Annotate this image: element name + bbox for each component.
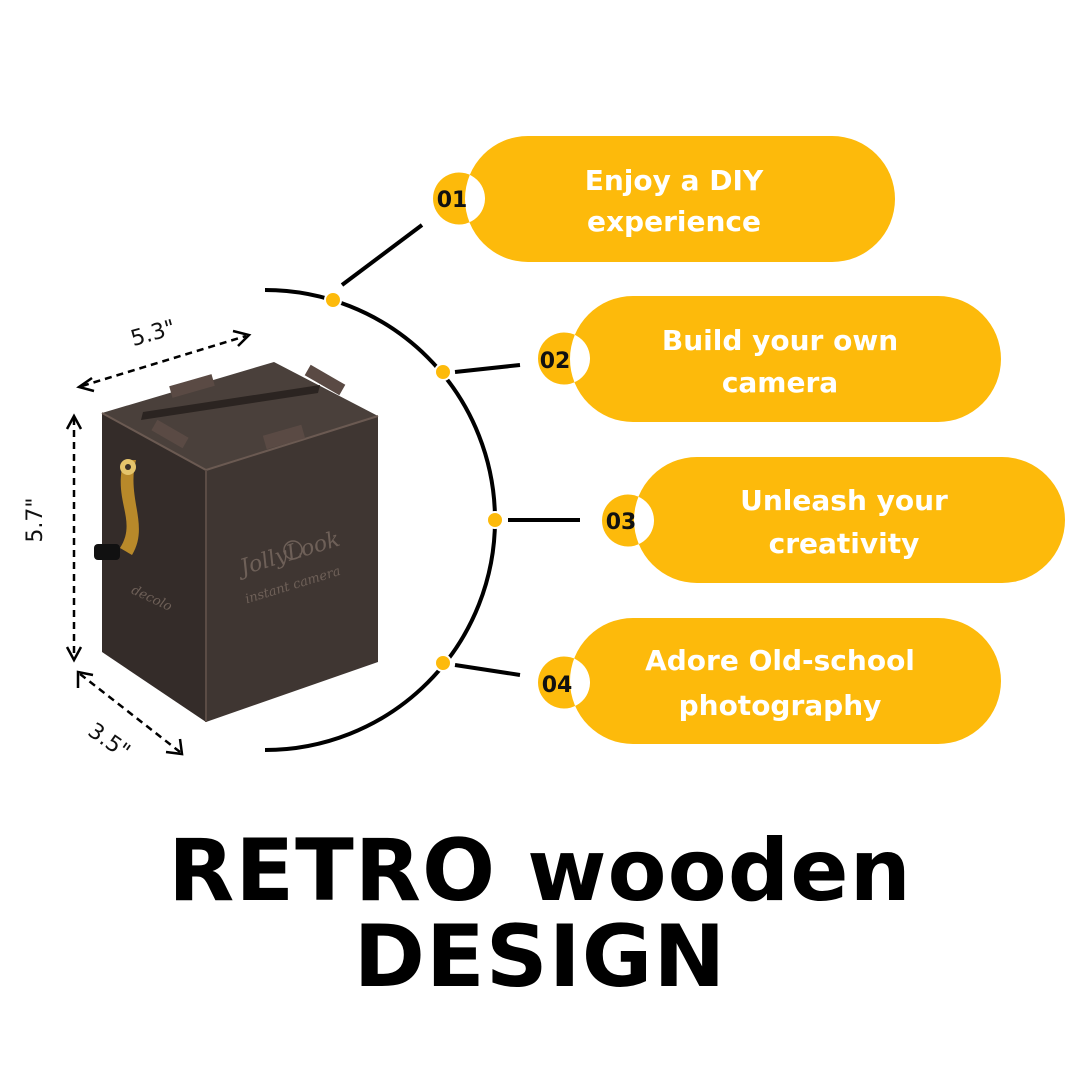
- wooden-camera-illustration: JollyLook instant camera decolo: [94, 362, 379, 722]
- feature-text-line2: photography: [679, 689, 882, 722]
- headline-line-2: DESIGN: [353, 907, 727, 1007]
- feature-number: 02: [540, 349, 571, 374]
- dimension-height-label: 5.7": [23, 497, 48, 542]
- feature-number: 04: [542, 673, 573, 698]
- feature-pill-03: Unleash your creativity 03: [602, 457, 1065, 583]
- dimension-width-label: 5.3": [128, 316, 178, 352]
- feature-text-line2: experience: [587, 205, 761, 238]
- feature-number: 03: [606, 510, 637, 535]
- feature-text-line1: Unleash your: [740, 484, 948, 517]
- feature-text-line1: Build your own: [662, 324, 898, 357]
- feature-number: 01: [437, 188, 468, 213]
- pill-shape: [538, 618, 1001, 744]
- arc-dot-02: [434, 363, 452, 381]
- feature-text-line2: creativity: [769, 527, 920, 560]
- dimension-height: 5.7": [23, 413, 83, 663]
- pill-shape: [602, 457, 1065, 583]
- connector-line-04: [454, 663, 521, 677]
- feature-text-line1: Adore Old-school: [645, 644, 915, 677]
- arc-dot-01: [324, 291, 342, 309]
- feature-pill-02: Build your own camera 02: [538, 296, 1001, 422]
- pill-shape: [538, 296, 1001, 422]
- feature-text-line2: camera: [722, 366, 838, 399]
- dimension-depth-label: 3.5": [83, 718, 134, 764]
- headline-line-1: RETRO wooden: [168, 821, 912, 921]
- feature-text-line1: Enjoy a DIY: [585, 164, 764, 197]
- arc-dot-03: [486, 511, 504, 529]
- connector-line-01: [340, 223, 424, 287]
- pill-shape: [433, 136, 895, 262]
- arc-dot-04: [434, 654, 452, 672]
- connector-line-02: [454, 363, 521, 374]
- feature-pill-01: Enjoy a DIY experience 01: [433, 136, 895, 262]
- feature-pill-04: Adore Old-school photography 04: [538, 618, 1001, 744]
